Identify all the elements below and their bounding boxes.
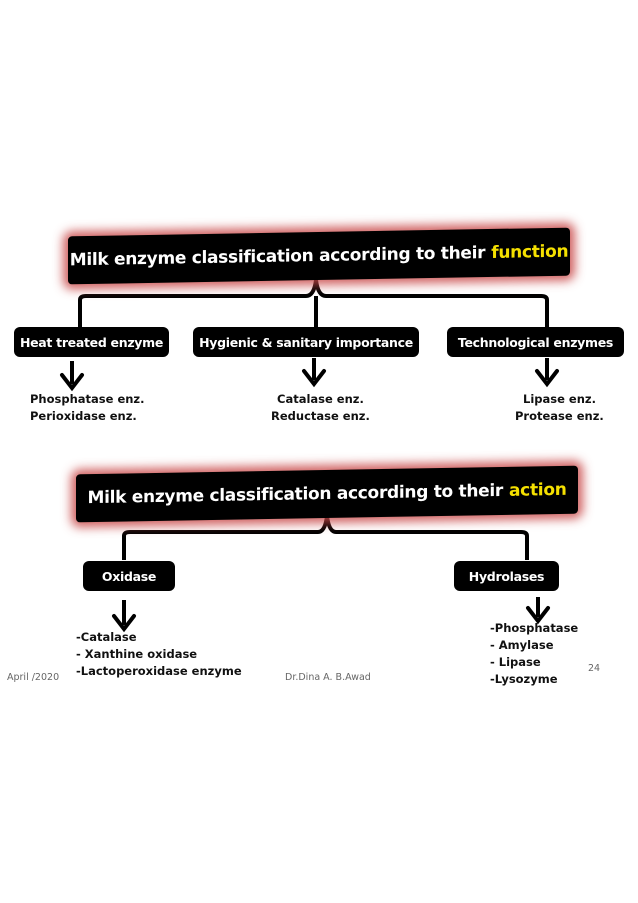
section2-title-highlight: action [509,479,567,501]
footer-page-number: 24 [588,663,601,674]
section1-title-banner: Milk enzyme classification according to … [68,227,570,285]
oxidase-box: Oxidase [83,561,175,591]
arrow-down-icon-4 [112,600,136,633]
technological-enzymes-box: Technological enzymes [447,327,624,357]
list-item: Perioxidase enz. [30,409,137,423]
list-item: Protease enz. [515,409,604,423]
oxidase-label: Oxidase [101,568,157,584]
section2-title-text: Milk enzyme classification according to … [87,480,504,509]
section2-title-banner: Milk enzyme classification according to … [76,465,578,523]
footer-author: Dr.Dina A. B.Awad [285,672,371,683]
heat-treated-enzyme-box: Heat treated enzyme [14,327,169,357]
oxidase-list: -Catalase - Xanthine oxidase -Lactoperox… [76,629,242,680]
list-item: Reductase enz. [271,409,370,423]
arrow-down-icon-1 [60,361,84,392]
list-item: - Xanthine oxidase [76,647,198,661]
bracket-1 [78,278,549,328]
bracket-2 [122,514,529,560]
hydrolases-list: -Phosphatase - Amylase - Lipase -Lysozym… [490,620,578,688]
section1-title-text: Milk enzyme classification according to … [69,243,486,271]
list-item: - Amylase [490,638,554,652]
hydrolases-box: Hydrolases [454,561,559,591]
list-item: Lipase enz. [523,392,596,406]
section1-title-highlight: function [491,241,569,263]
arrow-down-icon-3 [535,358,559,388]
hydrolases-label: Hydrolases [468,568,545,584]
heat-treated-enzyme-label: Heat treated enzyme [19,334,164,350]
list-item: -Catalase [76,630,137,644]
hygienic-sanitary-label: Hygienic & sanitary importance [199,334,413,350]
list-item: -Phosphatase [490,621,579,635]
arrow-down-icon-5 [526,597,550,625]
list-item: - Lipase [490,655,541,669]
hygienic-sanitary-box: Hygienic & sanitary importance [193,327,419,357]
arrow-down-icon-2 [302,358,326,388]
heat-treated-list: Phosphatase enz. Perioxidase enz. [30,391,145,425]
list-item: -Lysozyme [490,672,558,686]
hygienic-list: Catalase enz. Reductase enz. [271,391,370,425]
list-item: Catalase enz. [277,392,364,406]
list-item: Phosphatase enz. [30,392,145,406]
list-item: -Lactoperoxidase enzyme [76,664,242,678]
technological-list: Lipase enz. Protease enz. [515,391,604,425]
technological-enzymes-label: Technological enzymes [457,334,614,350]
footer-date: April /2020 [7,672,60,683]
